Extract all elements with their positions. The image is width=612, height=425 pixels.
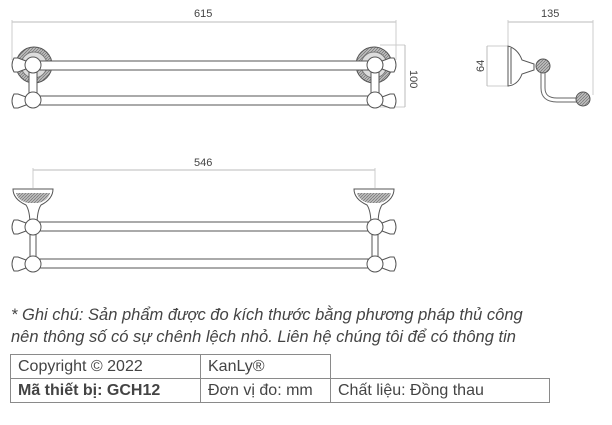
note-line-2: nên thông số có sự chênh lệch nhỏ. Liên … bbox=[11, 328, 516, 346]
side-height-dimension: 64 bbox=[475, 59, 487, 72]
side-depth-dimension: 135 bbox=[541, 8, 560, 20]
top-spacing-dimension: 546 bbox=[194, 157, 213, 169]
technical-drawings bbox=[11, 20, 594, 273]
note-line-1: * Ghi chú: Sản phẩm được đo kích thước b… bbox=[11, 306, 523, 324]
device-code-cell: Mã thiết bị: GCH12 bbox=[10, 378, 201, 403]
measurement-note: * Ghi chú: Sản phẩm được đo kích thước b… bbox=[11, 304, 571, 348]
copyright-cell: Copyright © 2022 bbox=[10, 354, 201, 379]
front-width-dimension: 615 bbox=[194, 8, 213, 20]
front-height-dimension: 100 bbox=[407, 70, 419, 89]
unit-cell: Đơn vị đo: mm bbox=[200, 378, 331, 403]
side-view-drawing bbox=[486, 20, 594, 107]
brand-cell: KanLy® bbox=[200, 354, 331, 379]
front-view-drawing bbox=[11, 20, 406, 109]
material-cell: Chất liệu: Đồng thau bbox=[330, 378, 550, 403]
top-view-drawing bbox=[11, 168, 397, 273]
